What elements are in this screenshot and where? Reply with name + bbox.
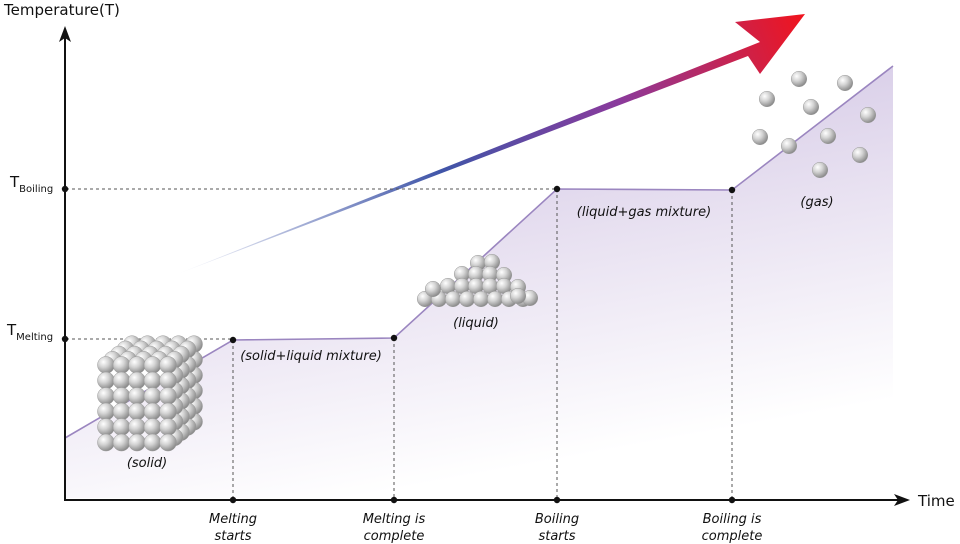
phase-label-gas: (gas) [800, 195, 833, 210]
particle [128, 418, 146, 436]
x-label-boiling-complete-1: Boiling is [703, 512, 762, 527]
particle [97, 356, 115, 374]
x-tick-2 [390, 496, 398, 504]
particle [97, 418, 115, 436]
phase-label-liquid-gas: (liquid+gas mixture) [577, 205, 711, 220]
liquid-particles-image [416, 253, 539, 308]
x-label-boiling-starts-2: starts [538, 529, 575, 544]
point-melting-complete [390, 334, 398, 342]
guide-lines [66, 188, 733, 500]
particle [859, 106, 877, 124]
particle [159, 356, 177, 374]
event-points [61, 185, 736, 504]
x-event-labels: Melting starts Melting is complete Boili… [209, 512, 762, 544]
x-tick-1 [229, 496, 237, 504]
particle [159, 387, 177, 405]
particle [128, 402, 146, 421]
x-label-boiling-complete-2: complete [702, 529, 763, 544]
y-axis-arrowhead [59, 26, 71, 42]
y-tick-boiling-sub: Boiling [19, 184, 53, 195]
particle [751, 128, 769, 146]
particle [758, 90, 776, 108]
y-tick-boiling-main: T [9, 173, 20, 191]
particle [128, 371, 146, 390]
particle [97, 402, 115, 421]
particle [128, 387, 146, 405]
particle [836, 74, 854, 92]
particle [509, 287, 527, 305]
particle [112, 418, 131, 436]
particle [159, 418, 177, 436]
solid-particles-image [97, 335, 203, 452]
phase-label-solid-liquid: (solid+liquid mixture) [240, 349, 382, 364]
x-axis-title: Time [917, 492, 955, 510]
y-axis-title: Temperature(T) [3, 1, 120, 19]
x-axis-arrowhead [894, 494, 910, 506]
y-tick-melting: TMelting [6, 321, 53, 343]
point-melting-start [229, 336, 237, 344]
particle [486, 290, 504, 308]
axes [64, 36, 900, 501]
x-tick-3 [553, 496, 561, 504]
tick-melting-point [61, 335, 69, 343]
particle [143, 356, 162, 374]
particle [97, 433, 115, 452]
particle [811, 161, 829, 179]
particle [444, 290, 462, 308]
point-boiling-complete [728, 186, 736, 194]
tick-boiling-point [61, 185, 69, 193]
particle [97, 371, 115, 390]
phase-label-solid: (solid) [127, 456, 167, 471]
y-tick-melting-sub: Melting [16, 332, 53, 343]
particle [159, 402, 177, 421]
particle [458, 290, 476, 308]
particle [97, 387, 115, 405]
particle [790, 70, 808, 88]
particle [780, 137, 798, 155]
particle [112, 356, 131, 374]
particle [159, 371, 177, 390]
particle [112, 433, 131, 452]
particle [143, 433, 162, 452]
particle [112, 402, 131, 421]
y-tick-melting-main: T [6, 321, 17, 339]
x-tick-4 [728, 496, 736, 504]
particle [128, 356, 146, 374]
particle [819, 127, 837, 145]
x-label-melting-starts-2: starts [214, 529, 251, 544]
particle [112, 371, 131, 390]
y-tick-boiling: TBoiling [9, 173, 53, 195]
particle [143, 402, 162, 421]
particle [143, 371, 162, 390]
particle [143, 387, 162, 405]
x-label-boiling-starts-1: Boiling [535, 512, 579, 527]
particle [851, 146, 869, 164]
particle [802, 98, 820, 116]
particle [424, 280, 442, 298]
particle [128, 433, 146, 452]
point-boiling-start [553, 185, 561, 193]
particle [472, 290, 490, 308]
particle [143, 418, 162, 436]
x-label-melting-complete-1: Melting is [363, 512, 426, 527]
phase-label-liquid: (liquid) [453, 316, 499, 331]
x-label-melting-complete-2: complete [364, 529, 425, 544]
x-label-melting-starts-1: Melting [209, 512, 257, 527]
particle [112, 387, 131, 405]
particle [159, 433, 177, 452]
gas-particles-image [751, 70, 877, 179]
